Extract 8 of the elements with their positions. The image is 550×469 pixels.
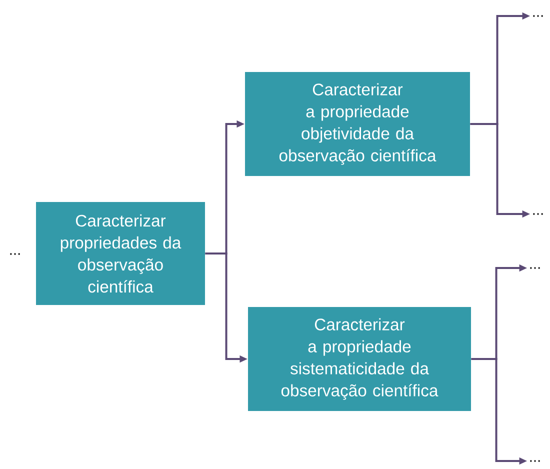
ellipsis-text: ... [530, 460, 540, 462]
ellipsis-text: ... [10, 253, 20, 255]
process-box: Caracterizar a propriedade sistematicidade da observação científica [248, 307, 471, 411]
ellipsis-text: ... [533, 15, 543, 17]
process-box: Caracterizar a propriedade objetividade da observação científica [245, 72, 470, 176]
process-box: Caracterizar propriedades da observação científica [36, 202, 205, 305]
ellipsis-text: ... [533, 213, 543, 215]
ellipsis-text: ... [530, 267, 540, 269]
